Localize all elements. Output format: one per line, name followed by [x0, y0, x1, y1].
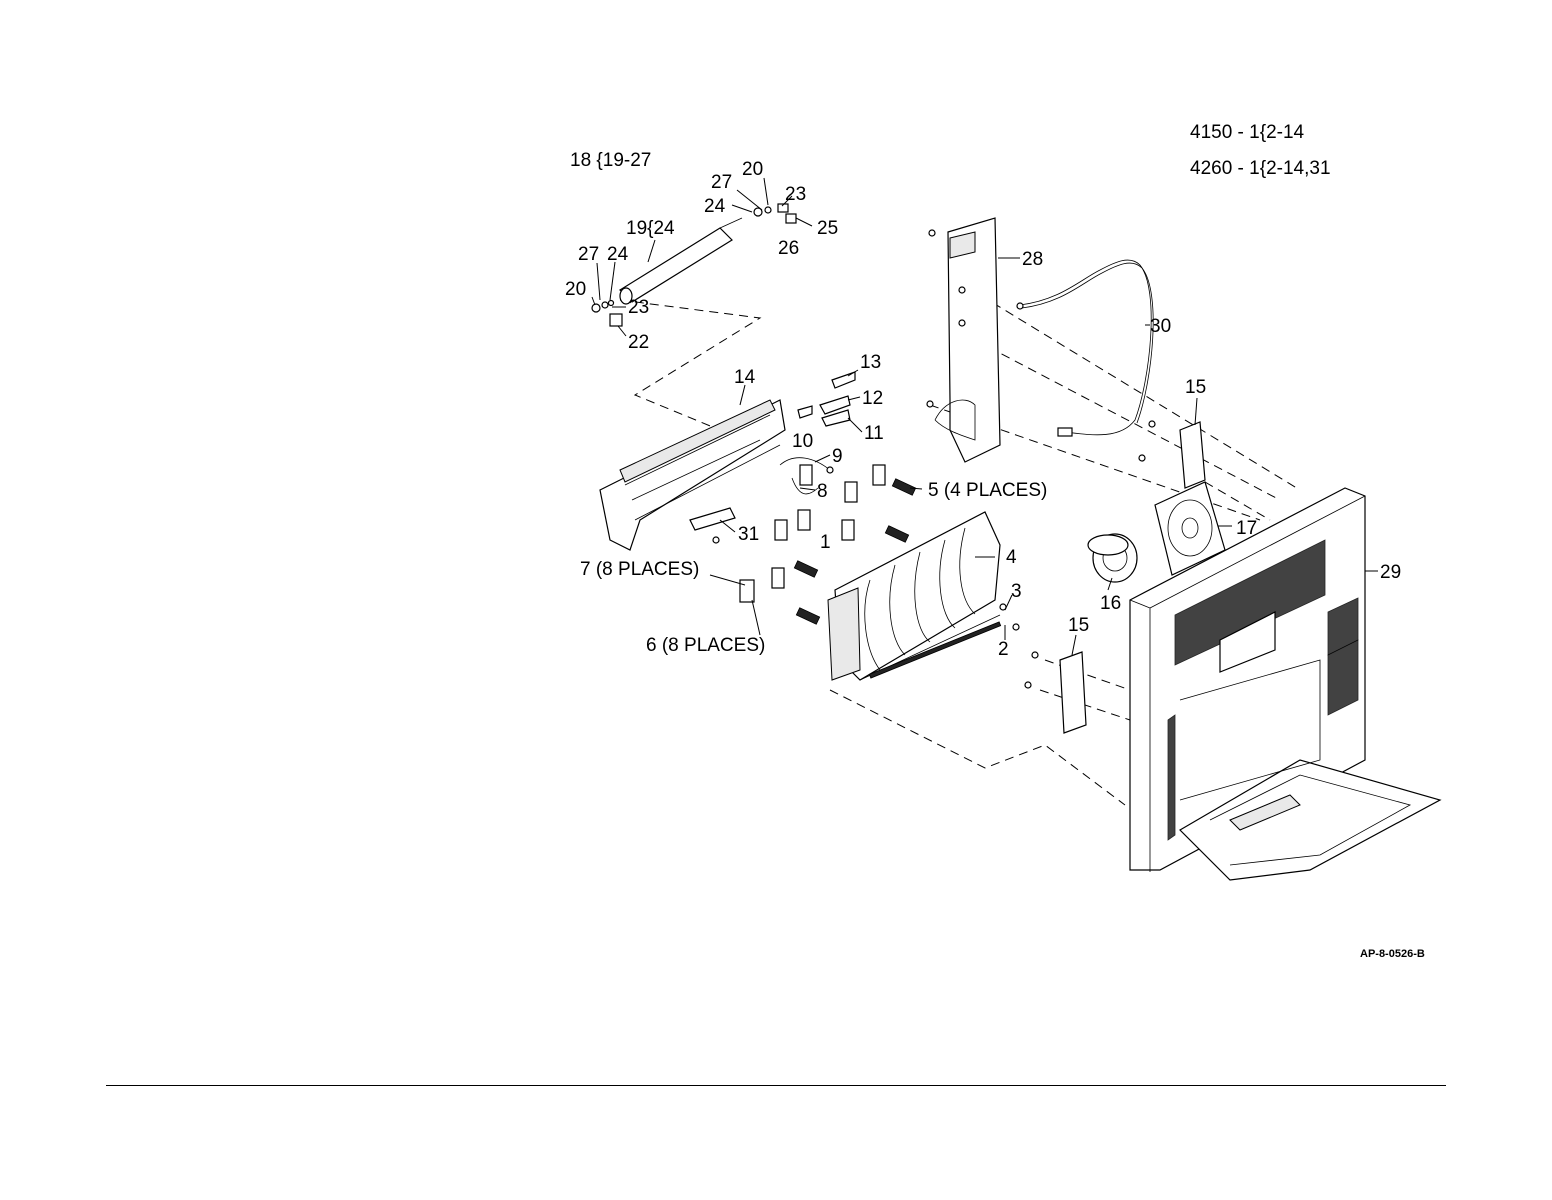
rear-bracket [927, 218, 1000, 462]
callout-13: 13 [860, 352, 881, 373]
model-4150-label: 4150 - 1{2-14 [1190, 122, 1305, 143]
fan-small [1088, 534, 1137, 582]
callout-19: 19{24 [626, 218, 675, 239]
callout-3: 3 [1011, 581, 1022, 602]
callout-11: 11 [864, 423, 884, 444]
callout-20a: 20 [742, 159, 763, 180]
wire-harness [1017, 260, 1153, 436]
callout-15b: 15 [1068, 615, 1089, 636]
footer-rule [106, 1085, 1446, 1086]
callout-27b: 27 [578, 244, 599, 265]
callout-17: 17 [1236, 518, 1257, 539]
callout-29: 29 [1380, 562, 1401, 583]
callout-23a: 23 [785, 184, 806, 205]
callout-28: 28 [1022, 249, 1043, 270]
callout-25: 25 [817, 218, 838, 239]
callout-6: 6 (8 PLACES) [646, 635, 765, 656]
callout-1: 1 [820, 532, 831, 553]
callout-26: 26 [778, 238, 799, 259]
callout-9: 9 [832, 446, 843, 467]
callout-10: 10 [792, 431, 813, 452]
callout-22: 22 [628, 332, 649, 353]
callout-23b: 23 [628, 297, 649, 318]
assembly-18-label: 18 {19-27 [570, 150, 651, 171]
figure-id: AP-8-0526-B [1360, 948, 1425, 960]
callout-24b: 24 [607, 244, 629, 265]
callout-24a: 24 [704, 196, 726, 217]
callout-20b: 20 [565, 279, 586, 300]
callout-5: 5 (4 PLACES) [928, 480, 1047, 501]
callout-31: 31 [738, 524, 759, 545]
callout-27a: 27 [711, 172, 732, 193]
fan-duct-lower [1025, 652, 1086, 733]
callout-16: 16 [1100, 593, 1121, 614]
model-4260-label: 4260 - 1{2-14,31 [1190, 158, 1331, 179]
callout-4: 4 [1006, 547, 1017, 568]
callout-15a: 15 [1185, 377, 1206, 398]
callout-8: 8 [817, 481, 828, 502]
callout-30: 30 [1150, 316, 1171, 337]
callout-2: 2 [998, 639, 1009, 660]
paper-guide [828, 512, 1019, 680]
callout-12: 12 [862, 388, 883, 409]
callout-7: 7 (8 PLACES) [580, 559, 699, 580]
callout-14: 14 [734, 367, 756, 388]
roller-assembly [592, 204, 796, 326]
